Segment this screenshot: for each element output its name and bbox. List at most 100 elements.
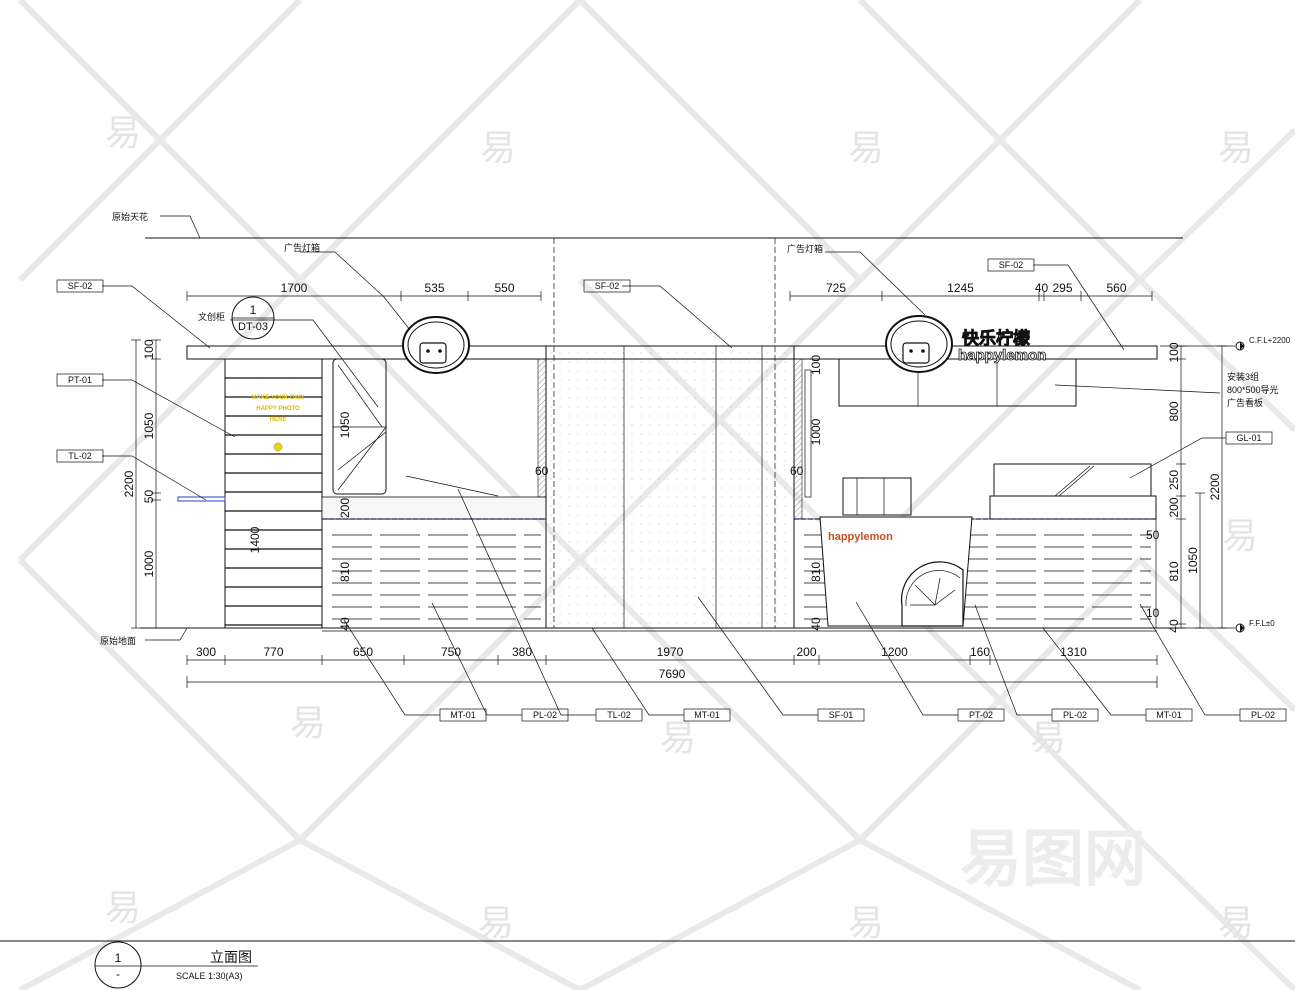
svg-text:happylemon: happylemon [828, 531, 893, 543]
dimension-label: 810 [809, 562, 823, 582]
svg-text:1: 1 [250, 303, 257, 317]
dimension-label: 810 [338, 562, 352, 582]
leader-line [1139, 603, 1240, 716]
lemon-face-logo-left [402, 316, 470, 374]
dimension-label: 200 [1167, 497, 1181, 517]
dimension-label: 1200 [881, 645, 908, 659]
dimension-label: 725 [826, 281, 846, 295]
dimension-label: 1700 [281, 281, 308, 295]
material-tag-label: PL-02 [1251, 710, 1275, 720]
dimension-label: 250 [1167, 470, 1181, 490]
svg-text:DT-03: DT-03 [238, 321, 268, 333]
leader-lines [102, 251, 1226, 501]
title-block: 1 - 立面图 SCALE 1:30(A3) [0, 940, 1295, 989]
dimension-label: 770 [263, 645, 283, 659]
leader-line [457, 488, 596, 716]
material-tag-label: PL-02 [533, 710, 557, 720]
dimension-label: 800 [1167, 401, 1181, 421]
brand-chinese: 快乐柠檬 [962, 328, 1030, 348]
detail-callout: 1 DT-03 [231, 296, 275, 340]
svg-text:易: 易 [1218, 902, 1254, 943]
dimension-label: 650 [353, 645, 373, 659]
dimension-label: 40 [809, 617, 823, 631]
dimension-label: 1970 [657, 645, 684, 659]
svg-text:PT-01: PT-01 [68, 375, 92, 385]
dimension-label: 295 [1052, 281, 1072, 295]
svg-text:广告看板: 广告看板 [1227, 397, 1263, 408]
svg-text:800*500导光: 800*500导光 [1227, 384, 1279, 395]
material-tag-label: PL-02 [1063, 710, 1087, 720]
photo-wall: MAKE YOUR OWN HAPPY PHOTO HERE [177, 358, 323, 629]
dimension-label: 50 [142, 490, 156, 504]
svg-text:C.F.L+2200: C.F.L+2200 [1249, 336, 1291, 345]
lemon-slice-icon [900, 561, 964, 627]
brand-english: happylemon [958, 347, 1046, 364]
lemon-face-logo-right [885, 315, 953, 373]
leader-line [697, 596, 818, 716]
dimension-label: 40 [1167, 619, 1181, 633]
dimension-label: 10 [1146, 606, 1160, 620]
svg-text:HERE: HERE [270, 417, 287, 423]
svg-text:易: 易 [1030, 717, 1066, 758]
svg-text:广告灯箱: 广告灯箱 [284, 242, 320, 253]
right-counter: happylemon [793, 358, 1157, 629]
svg-text:SF-02: SF-02 [999, 260, 1024, 270]
svg-text:-: - [116, 967, 120, 981]
svg-text:易: 易 [848, 127, 884, 168]
material-tag-label: PT-02 [969, 710, 993, 720]
lightbox-panels [838, 358, 1077, 407]
svg-text:MAKE YOUR OWN: MAKE YOUR OWN [252, 395, 305, 401]
svg-text:HAPPY PHOTO: HAPPY PHOTO [256, 406, 300, 412]
leader-line [1042, 627, 1146, 716]
leader-line [431, 602, 522, 716]
svg-text:易: 易 [480, 127, 516, 168]
material-tag-label: TL-02 [607, 710, 631, 720]
svg-text:原始天花: 原始天花 [112, 211, 148, 222]
svg-text:GL-01: GL-01 [1236, 433, 1261, 443]
leader-line [343, 619, 440, 716]
dimension-label: 1050 [338, 411, 352, 438]
svg-text:易: 易 [660, 717, 696, 758]
svg-text:TL-02: TL-02 [68, 451, 92, 461]
dimension-label: 1310 [1060, 645, 1087, 659]
dimension-label: 1245 [947, 281, 974, 295]
svg-text:安装3组: 安装3组 [1227, 371, 1259, 382]
svg-text:易: 易 [290, 702, 326, 743]
leader-line [591, 627, 684, 716]
material-tag-label: MT-01 [1156, 710, 1182, 720]
svg-text:SF-02: SF-02 [595, 281, 620, 291]
dimension-label: 1050 [142, 412, 156, 439]
dimension-label: 200 [796, 645, 816, 659]
display-cabinet [332, 358, 387, 495]
dimension-label: 200 [338, 498, 352, 518]
dimension-label: 160 [970, 645, 990, 659]
material-tag-label: MT-01 [450, 710, 476, 720]
svg-text:易: 易 [478, 902, 514, 943]
svg-text:立面图: 立面图 [210, 950, 252, 966]
svg-text:SCALE 1:30(A3): SCALE 1:30(A3) [176, 971, 243, 981]
svg-text:易: 易 [105, 112, 141, 153]
dimension-label: 100 [142, 339, 156, 359]
svg-text:易: 易 [1218, 127, 1254, 168]
svg-text:易: 易 [105, 887, 141, 928]
svg-text:易图网: 易图网 [960, 825, 1146, 894]
dimension-label: 100 [1167, 342, 1181, 362]
dimension-label: 550 [494, 281, 514, 295]
total-dimension: 7690 [659, 667, 686, 681]
svg-text:文创柜: 文创柜 [198, 311, 225, 322]
dimension-label: 810 [1167, 561, 1181, 581]
dimension-label: 60 [535, 464, 549, 478]
dimension-label: 535 [424, 281, 444, 295]
dimension-label: 40 [338, 617, 352, 631]
dimension-label: 100 [809, 355, 823, 375]
dimension-label: 1000 [142, 550, 156, 577]
floor-line: 原始地面 [100, 627, 1170, 646]
middle-panel [545, 345, 795, 629]
svg-text:易: 易 [1222, 515, 1258, 556]
svg-text:F.F.L±0: F.F.L±0 [1249, 619, 1275, 628]
dimension-label: 40 [1035, 281, 1049, 295]
dimension-label: 2200 [1208, 473, 1222, 500]
leader-line [974, 604, 1052, 716]
dimension-label: 1000 [809, 418, 823, 445]
